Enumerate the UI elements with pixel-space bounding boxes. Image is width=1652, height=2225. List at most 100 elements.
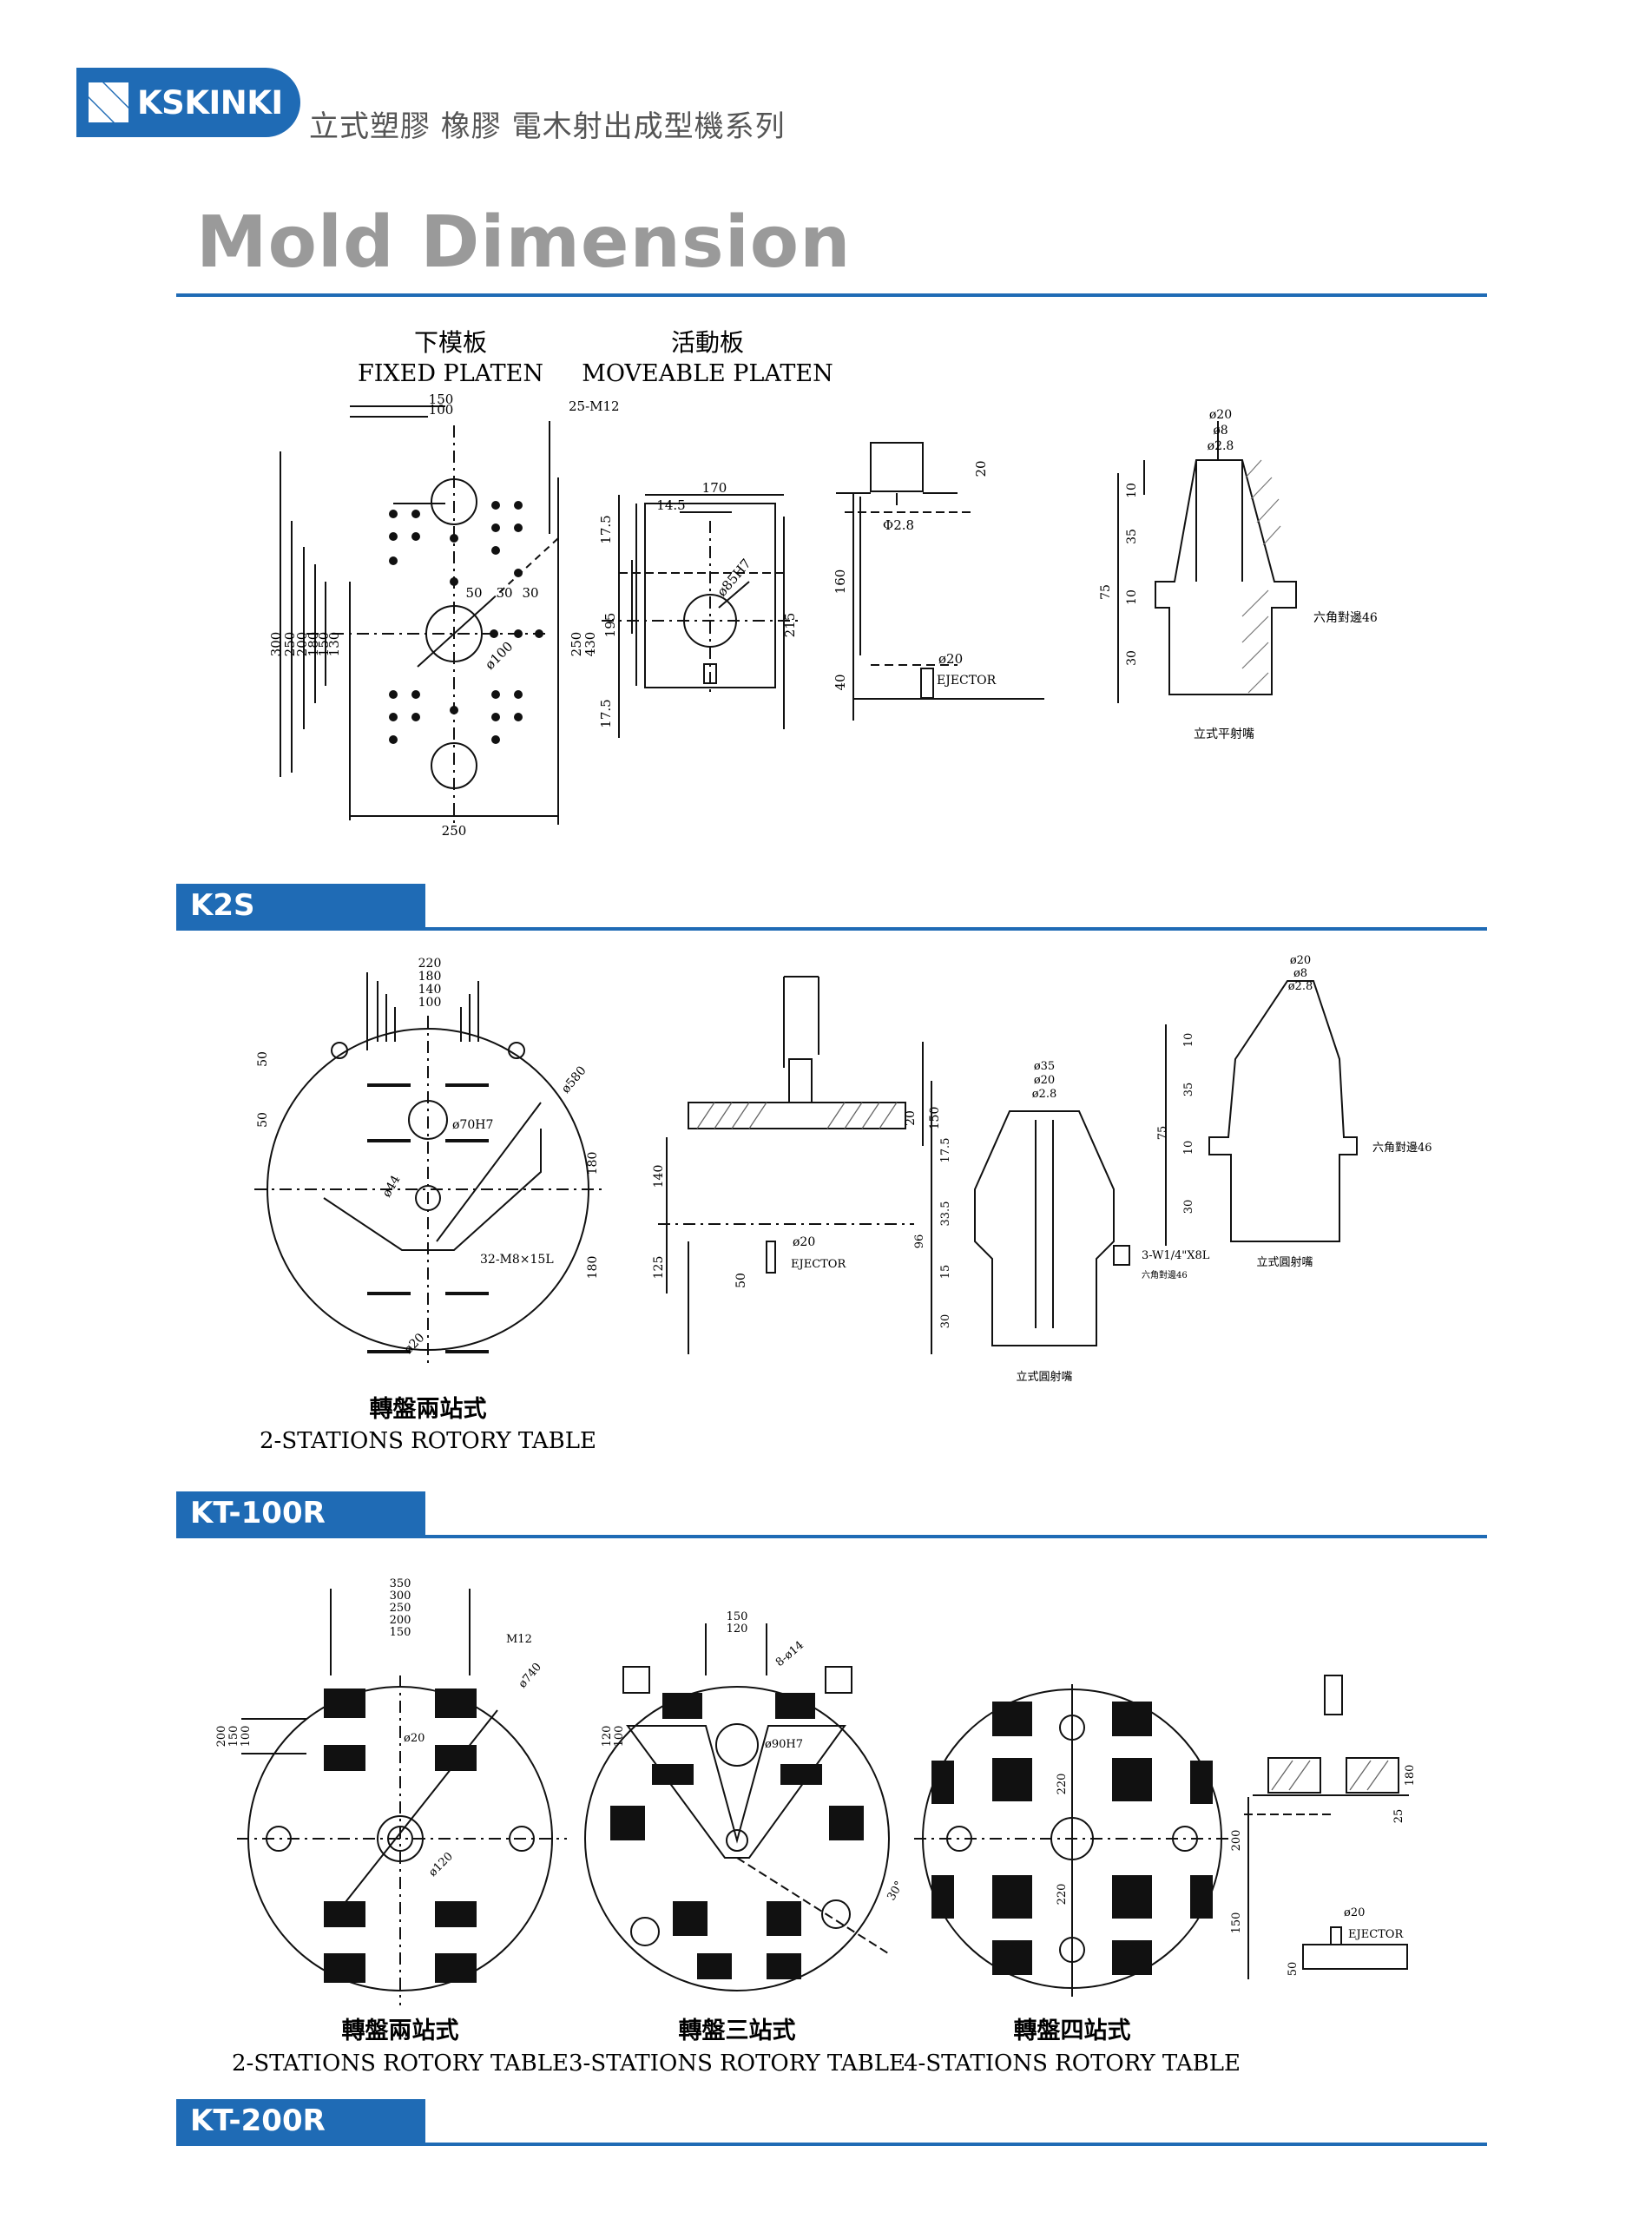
dimension-label: 96: [913, 1234, 926, 1249]
dimension-label: ø740: [517, 1661, 544, 1691]
kt100r-ejector-hatching: [696, 1102, 898, 1129]
fixed-platen-drawing: [280, 405, 559, 825]
dimension-label: 35: [1125, 529, 1139, 544]
kt100r-ejector-section: [658, 976, 924, 1354]
kt200r-2-station-table: [237, 1589, 567, 2005]
dimension-label: ø8: [1293, 967, 1307, 980]
dimension-label: 40: [833, 674, 848, 690]
model-bar-kt200r: KT-200R: [176, 2099, 1487, 2148]
dimension-label: ø20: [1344, 1906, 1365, 1919]
fixed-platen-holes: [389, 501, 543, 744]
dimension-label: 30: [1182, 1200, 1195, 1215]
dimension-label: 50: [256, 1112, 270, 1128]
dimension-label: 140: [418, 983, 442, 997]
dimension-label: ø2.8: [1288, 980, 1313, 993]
kt200r-3-station-table: [584, 1623, 890, 1991]
dimension-label: 10: [1125, 589, 1139, 605]
dimension-label: 220: [1056, 1774, 1069, 1795]
dimension-label: ø580: [559, 1063, 589, 1096]
dimension-label: 50: [1287, 1962, 1300, 1977]
dimension-label: ø85H7: [714, 556, 754, 599]
kt200r-ejector-section: [1244, 1675, 1409, 1979]
dimension-label: ø20: [793, 1235, 815, 1249]
series-tagline: 立式塑膠 橡膠 電木射出成型機系列: [309, 109, 786, 144]
dimension-label: 200: [390, 1614, 411, 1627]
dimension-label: 10: [1182, 1141, 1195, 1155]
dimension-label: 200: [1230, 1830, 1243, 1852]
brand-logo: KSKINKI: [76, 68, 300, 137]
dimension-label: 100: [613, 1726, 626, 1748]
dimension-label: 250: [282, 632, 298, 657]
dimension-label: 215: [782, 613, 798, 638]
fixed-platen-en: FIXED PLATEN: [358, 360, 543, 387]
dimension-label: 20: [904, 1110, 918, 1126]
dimension-label: Φ2.8: [883, 517, 914, 533]
dimension-label: ø20: [1034, 1074, 1055, 1087]
dimension-label: 300: [268, 632, 284, 657]
dimension-label: ø70H7: [452, 1118, 493, 1132]
k2s-nozzle-drawing: [1117, 421, 1297, 703]
dimension-label: 50: [256, 1051, 270, 1067]
kt100r-flat-nozzle: [1165, 980, 1358, 1246]
dimension-label: 25-M12: [569, 398, 620, 414]
dimension-label: 220: [1056, 1884, 1069, 1906]
dimension-label: ø120: [426, 1850, 456, 1879]
dimension-label: 3-W1/4"X8L: [1142, 1249, 1210, 1262]
k2s-ejector-section: [836, 442, 1044, 721]
model-rule-kt200r: [176, 2143, 1487, 2146]
dimension-label: 六角對邊46: [1372, 1142, 1432, 1155]
dimension-label: 180: [418, 970, 442, 984]
dimension-label: ø20: [404, 1732, 425, 1745]
dimension-label: ø8: [1213, 424, 1227, 438]
model-rule-kt100r: [176, 1535, 1487, 1538]
nozzle-hatching: [1241, 459, 1281, 694]
dimension-label: 20: [973, 460, 989, 477]
moveable-platen-en: MOVEABLE PLATEN: [582, 360, 833, 387]
dimension-label: 100: [418, 996, 442, 1010]
dimension-label: ø2.8: [1032, 1088, 1057, 1101]
dimension-label: 125: [652, 1256, 666, 1280]
dimension-label: ø20: [1209, 408, 1232, 422]
dimension-label: 50: [465, 585, 482, 601]
dimension-label: 180: [1404, 1765, 1417, 1787]
kt200r-t3-zh: 轉盤三站式: [679, 2018, 796, 2044]
model-bar-kt100r: KT-100R: [176, 1491, 1487, 1540]
dimension-label: ø35: [1034, 1060, 1055, 1073]
dimension-label: 130: [326, 632, 342, 657]
kt200r-t4-en: 4-STATIONS ROTORY TABLE: [904, 2051, 1241, 2077]
dimension-label: 430: [582, 632, 598, 657]
dimension-label: 33.5: [939, 1201, 952, 1227]
dimension-label: 195: [602, 613, 618, 638]
dimension-label: 120: [601, 1726, 614, 1748]
dimension-label: EJECTOR: [1348, 1928, 1404, 1941]
dimension-label: 250: [569, 632, 584, 657]
kt100r-drawings: 220 180 140 100 ø580 ø70H7 ø44 32-M8×15L…: [254, 954, 1432, 1454]
dimension-label: 30: [939, 1314, 952, 1329]
kt100r-rotary-table-drawing: [254, 972, 602, 1363]
model-tab-kt100r: KT-100R: [176, 1491, 425, 1535]
ks-logo-icon: [89, 82, 128, 122]
dimension-label: 250: [442, 823, 467, 839]
dimension-label: 立式平射嘴: [1194, 727, 1254, 741]
dimension-label: ø44: [380, 1173, 404, 1200]
kt100r-table-zh: 轉盤兩站式: [370, 1396, 487, 1423]
dimension-label: 180: [306, 632, 321, 657]
dimension-label: 立式圓射嘴: [1016, 1370, 1072, 1384]
dimension-label: 250: [390, 1602, 411, 1615]
moveable-platen-drawing: [602, 494, 801, 738]
dimension-label: 17.5: [598, 699, 614, 727]
dimension-label: 180: [586, 1256, 600, 1280]
dimension-label: 75: [1156, 1126, 1169, 1141]
model-tab-kt200r: KT-200R: [176, 2099, 425, 2143]
dimension-label: EJECTOR: [791, 1258, 846, 1271]
dimension-label: 200: [215, 1726, 228, 1748]
dimension-label: ø20: [1290, 954, 1311, 967]
dimension-label: 六角對邊46: [1313, 611, 1378, 625]
dimension-label: 立式圓射嘴: [1256, 1255, 1313, 1269]
dimension-label: 10: [1182, 1033, 1195, 1048]
model-bar-k2s: K2S: [176, 884, 1487, 932]
kt200r-2-station-pattern: [324, 1688, 477, 1983]
dimension-label: 150: [429, 392, 454, 407]
dimension-label: 200: [294, 632, 310, 657]
dimension-label: 10: [1125, 483, 1139, 498]
